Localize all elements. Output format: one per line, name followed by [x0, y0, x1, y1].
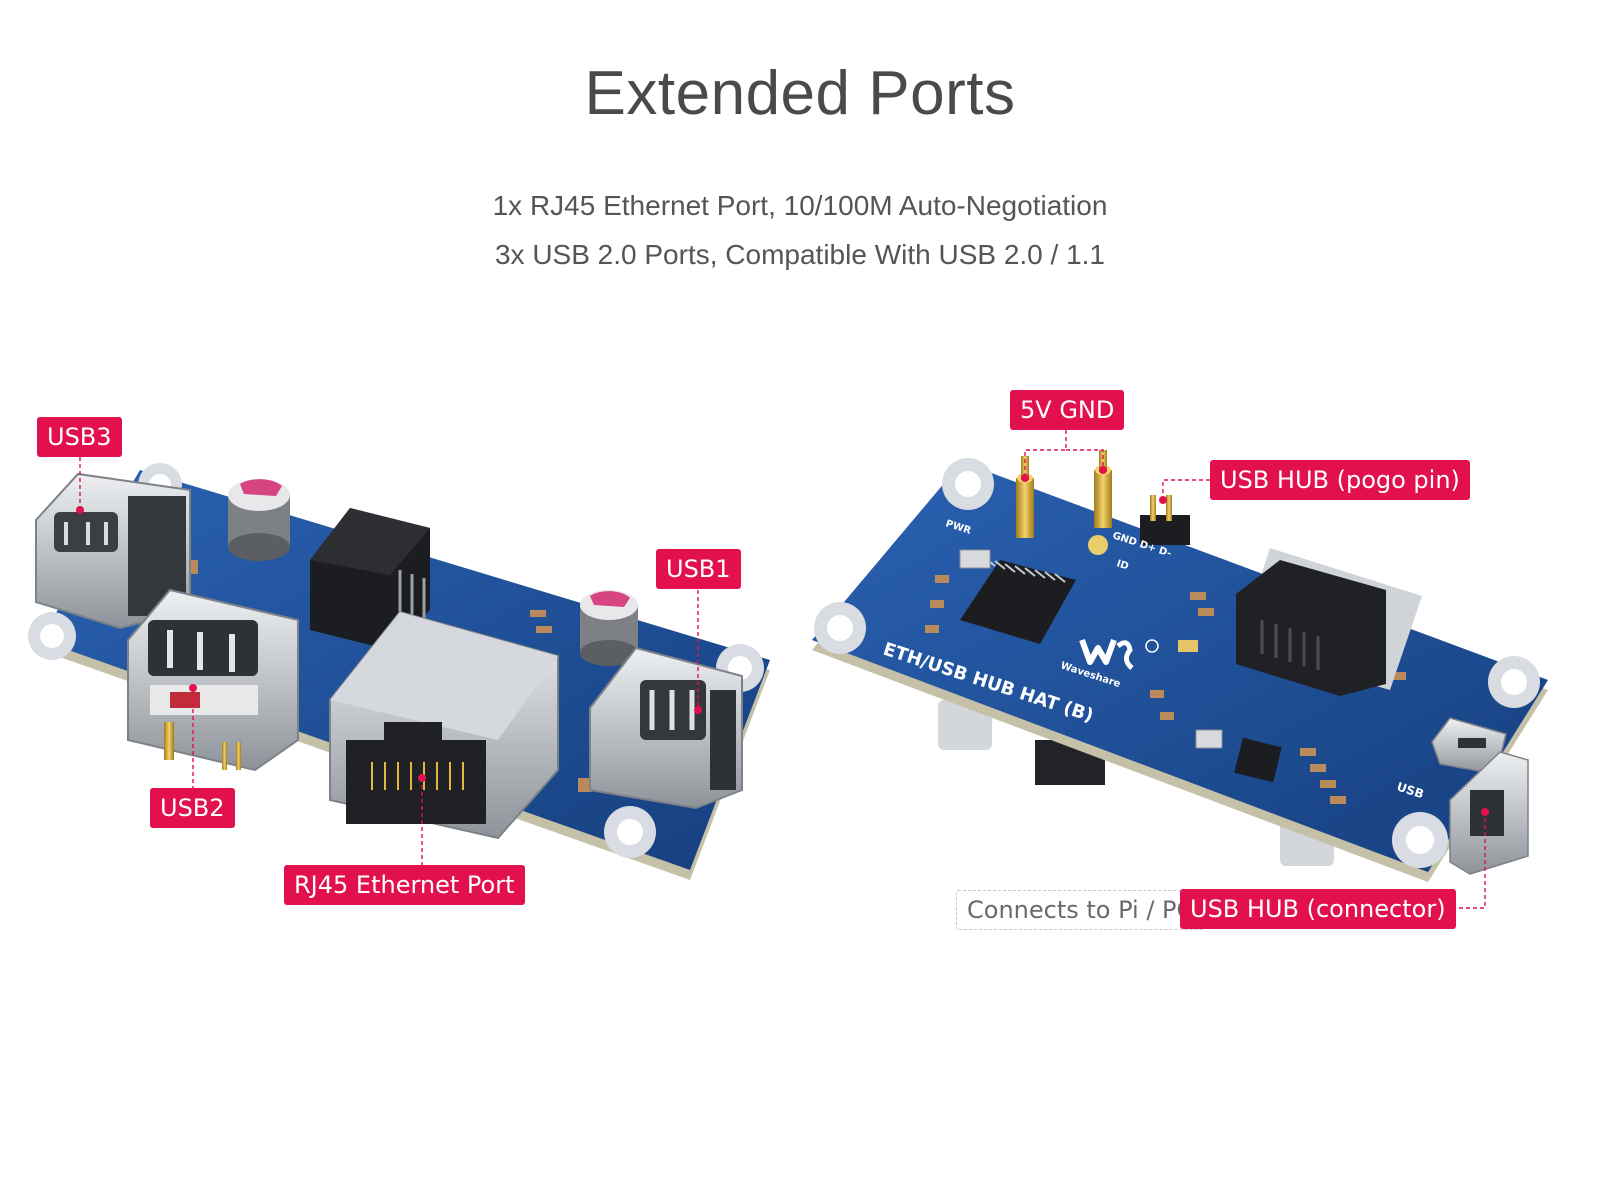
waveshare-logo — [1079, 638, 1159, 670]
hub-chip — [1234, 737, 1282, 783]
leader-5v-gnd — [1024, 430, 1104, 478]
left-capacitor-right — [580, 590, 638, 666]
usb1-port — [589, 646, 743, 810]
label-usb-hub-connector: USB HUB (connector) — [1180, 889, 1456, 929]
silkscreen-id: ID — [1115, 558, 1130, 572]
label-usb1: USB1 — [656, 549, 741, 589]
leader-lines — [79, 430, 1486, 909]
left-board — [28, 463, 770, 880]
label-5v-gnd: 5V GND — [1010, 390, 1125, 430]
right-smd-parts — [925, 575, 1406, 804]
right-board: ETH/USB HUB HAT (B) Waveshare PWR GND D+… — [812, 450, 1548, 882]
label-usb3: USB3 — [37, 417, 122, 457]
led — [1178, 640, 1198, 652]
left-capacitor-top — [228, 479, 290, 561]
usb-hub-connector — [1449, 751, 1529, 875]
label-usb-hub-pogo-pin: USB HUB (pogo pin) — [1210, 460, 1470, 500]
leader-dots — [76, 466, 1489, 816]
leader-connector — [1452, 812, 1486, 909]
label-connects-to-pi-pc: Connects to Pi / PC — [956, 890, 1204, 930]
label-usb2: USB2 — [150, 788, 235, 828]
page-title: Extended Ports — [584, 59, 1016, 128]
crystal-2 — [1195, 729, 1223, 749]
leader-pogo — [1162, 479, 1210, 500]
right-mounting-holes — [814, 458, 1540, 868]
subtitle-usb: 3x USB 2.0 Ports, Compatible With USB 2.… — [494, 239, 1106, 270]
right-pcb — [812, 462, 1548, 872]
crystal — [959, 549, 991, 569]
right-rj45-back — [1236, 548, 1422, 696]
usb2-port — [127, 588, 299, 772]
label-rj45-ethernet-port: RJ45 Ethernet Port — [284, 865, 525, 905]
pogo-header-usb — [1140, 495, 1190, 545]
rj45-port — [329, 610, 559, 840]
subtitle-ethernet: 1x RJ45 Ethernet Port, 10/100M Auto-Nego… — [492, 190, 1108, 221]
